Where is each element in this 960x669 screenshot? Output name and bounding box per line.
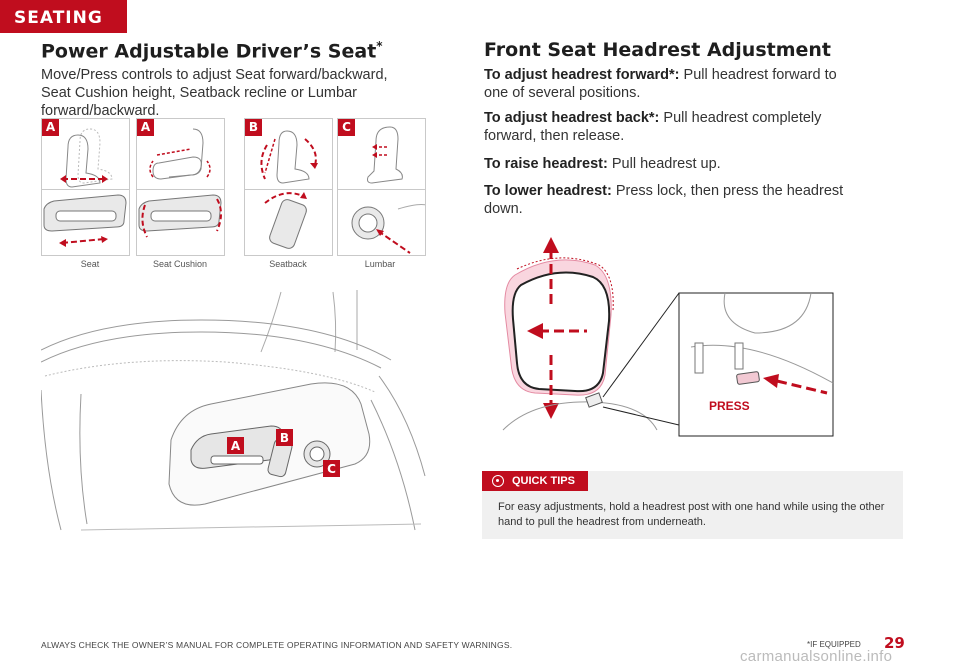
panel-seatback: B [244, 118, 333, 256]
caption-seat-cushion: Seat Cushion [152, 259, 208, 269]
if-equipped-note: *IF EQUIPPED [807, 640, 861, 649]
seat-forward-illustration [43, 128, 127, 247]
headrest-raise-text: To raise headrest: Pull headrest up. [484, 156, 721, 172]
headrest-illustration: PRESS [502, 237, 834, 437]
seat-control-panels: A A B [41, 118, 426, 258]
panel-badge: B [245, 119, 262, 136]
panel-seat-cushion: A [136, 118, 225, 256]
seatback-illustration [260, 130, 318, 249]
watermark: carmanualsonline.info [740, 648, 893, 665]
quick-tips-label: QUICK TIPS [482, 471, 588, 491]
headrest-forward-text: To adjust headrest forward*: Pull headre… [484, 67, 837, 101]
power-seat-title: Power Adjustable Driver’s Seat* [41, 39, 383, 63]
footer-disclaimer: ALWAYS CHECK THE OWNER’S MANUAL FOR COMP… [41, 640, 513, 650]
caption-seatback: Seatback [269, 259, 307, 269]
panel-seat: A [41, 118, 130, 256]
panel-lumbar: C [337, 118, 426, 256]
seat-callout-b: B [280, 431, 289, 445]
section-tab: SEATING [0, 0, 127, 33]
tips-icon [492, 475, 504, 487]
seat-cushion-illustration [138, 128, 222, 238]
quick-tips-text: For easy adjustments, hold a headrest po… [498, 501, 885, 528]
caption-seat: Seat [80, 259, 100, 269]
panel-badge: A [42, 119, 59, 136]
power-seat-intro: Move/Press controls to adjust Seat forwa… [41, 67, 388, 119]
page-number: 29 [884, 634, 905, 652]
caption-lumbar: Lumbar [364, 259, 396, 269]
seat-callout-c: C [327, 462, 336, 476]
seat-callout-a: A [231, 439, 241, 453]
quick-tips: QUICK TIPS For easy adjustments, hold a … [482, 471, 903, 539]
headrest-lower-text: To lower headrest: Press lock, then pres… [484, 183, 844, 217]
press-label: PRESS [709, 399, 750, 413]
headrest-back-text: To adjust headrest back*: Pull headrest … [484, 110, 822, 144]
lumbar-illustration [351, 126, 425, 254]
panel-badge: A [137, 119, 154, 136]
panel-badge: C [338, 119, 355, 136]
headrest-title: Front Seat Headrest Adjustment [484, 39, 832, 61]
seat-controls-illustration: A B C [41, 290, 426, 531]
